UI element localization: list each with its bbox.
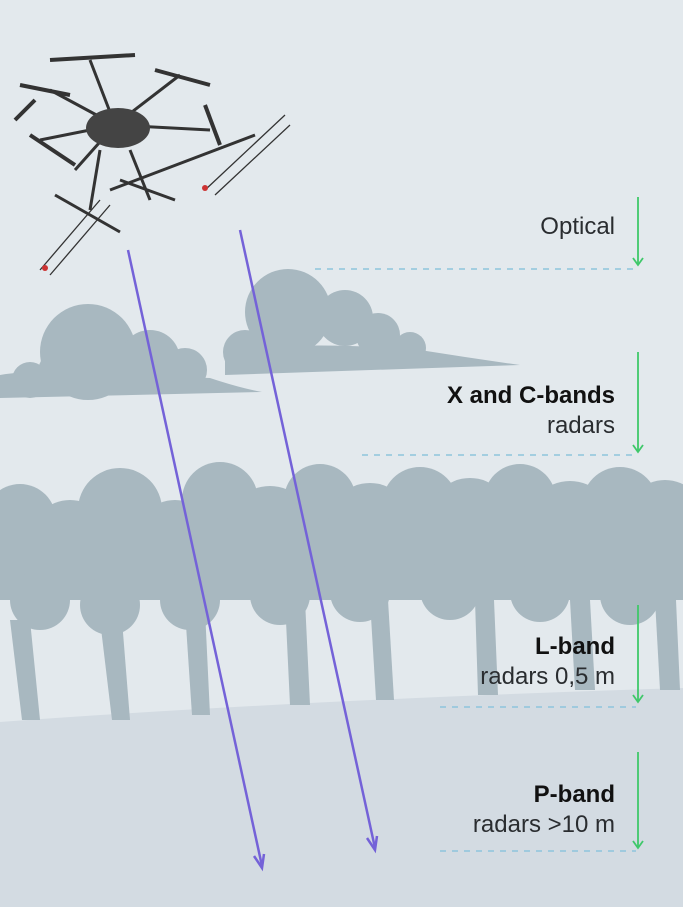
band-subtitle: radars 0,5 m	[480, 663, 615, 690]
signal-arrowhead-2	[365, 835, 379, 854]
signal-line-2	[238, 229, 377, 849]
label-optical: Optical	[540, 212, 615, 242]
depth-arrows	[632, 197, 644, 850]
forest	[0, 462, 683, 720]
band-title: X and C-bands	[446, 382, 615, 409]
drone-icon	[13, 53, 291, 276]
band-subtitle: radars >10 m	[472, 811, 615, 838]
band-subtitle: Optical	[540, 213, 615, 240]
label-l-band: L-band radars 0,5 m	[480, 632, 615, 692]
antenna-tip	[202, 185, 208, 191]
band-title: P-band	[533, 781, 615, 808]
cloud-right	[223, 269, 520, 375]
radar-signals	[126, 229, 379, 872]
label-p-band: P-band radars >10 m	[473, 780, 615, 840]
cloud-left	[0, 304, 262, 400]
label-x-c-bands: X and C-bands radars	[447, 381, 615, 441]
antenna-tip	[42, 265, 48, 271]
band-subtitle: radars	[546, 412, 615, 439]
drone-body	[86, 108, 150, 148]
signal-line-1	[126, 249, 264, 867]
signal-arrowhead-1	[252, 853, 266, 872]
penetration-levels	[315, 268, 636, 852]
band-title: L-band	[535, 633, 615, 660]
ground	[0, 688, 683, 907]
